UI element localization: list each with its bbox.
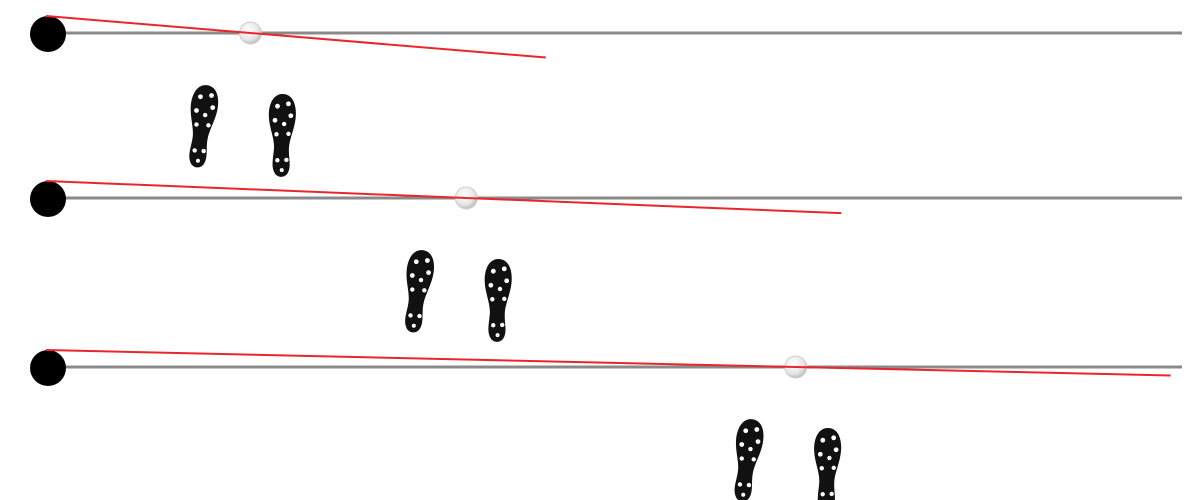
footprint-icon xyxy=(813,427,844,500)
pivot-circle-icon xyxy=(30,350,66,386)
footprint-icon xyxy=(731,418,765,500)
alignment-rows xyxy=(30,15,1182,500)
pivot-circle-icon xyxy=(30,181,66,217)
row-3 xyxy=(30,349,1182,500)
aim-line xyxy=(45,349,1171,377)
footprint-icon xyxy=(402,249,436,334)
footprint-icon xyxy=(483,258,514,343)
pivot-circle-icon xyxy=(30,16,66,52)
row-1 xyxy=(30,15,1182,178)
row-2 xyxy=(30,180,1182,343)
footprint-icon xyxy=(186,84,220,169)
footprint-icon xyxy=(268,93,299,178)
aim-line xyxy=(45,15,546,59)
aim-line xyxy=(45,180,842,215)
